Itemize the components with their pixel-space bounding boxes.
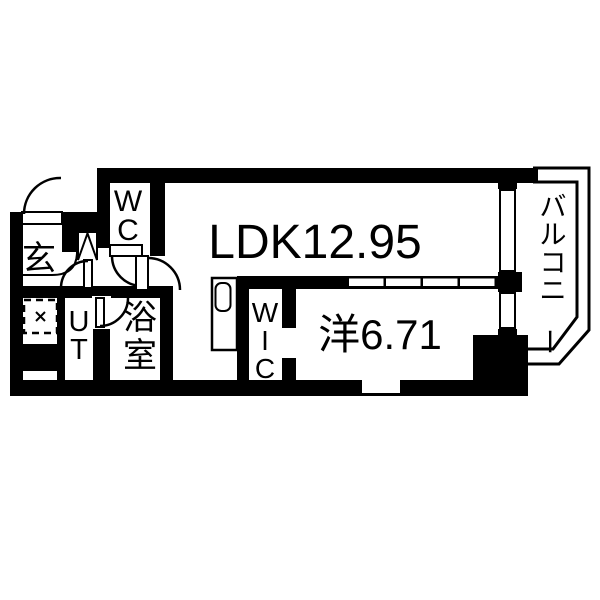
wall-kitchen-wic (237, 276, 249, 396)
doors (21, 176, 182, 328)
wall-top (97, 168, 538, 183)
wall-between-windows (498, 272, 522, 292)
wall-above-window1 (498, 183, 517, 190)
wall-below-window2 (498, 329, 517, 337)
room-label-balcony: バルコニー (534, 192, 567, 355)
wall-hall-bottom (10, 286, 173, 298)
wic-door-opening (281, 328, 297, 358)
windows (499, 189, 516, 329)
room-label-western-room: 洋6.71 (318, 311, 442, 358)
ldk-balcony-window (499, 189, 516, 272)
room-label-ldk: LDK12.95 (208, 216, 422, 269)
bath-door-leaf (95, 297, 105, 328)
sliding-panel-2 (384, 276, 423, 288)
wall-bath-ldk (160, 290, 173, 385)
balcony-railing (527, 166, 591, 366)
walls (10, 168, 538, 396)
sliding-panel-3 (421, 276, 460, 288)
entrance-door-arc (22, 176, 62, 215)
wall-entrance-stub (62, 212, 77, 252)
kitchen (210, 276, 239, 352)
sliding-panel-1 (347, 276, 386, 288)
hall-door-leaf (83, 259, 93, 289)
entrance-closet-door-left (77, 231, 90, 261)
wc-door-leaf (109, 244, 143, 257)
entrance-door-leaf (21, 211, 63, 225)
wall-wc-left (97, 183, 110, 248)
wall-washer-ut (57, 290, 65, 380)
bath-door-arc (99, 297, 130, 328)
kitchen-sink (214, 282, 232, 312)
western-room-bottom-window (362, 380, 400, 393)
ldk-door-arc (147, 256, 182, 291)
room-label-bathroom: 浴室 (123, 299, 157, 375)
pillar-bottom-left (20, 344, 57, 371)
ldk-door-leaf (135, 255, 149, 291)
sliding-panel-4 (458, 276, 497, 288)
hall-door-arc (59, 259, 89, 289)
washer-space (22, 298, 59, 335)
western-balcony-window (499, 292, 516, 329)
wall-hall-ldk (150, 183, 165, 256)
sliding-door-panels (347, 276, 497, 288)
washer-cross-mark (35, 311, 46, 322)
room-label-entrance: 玄 (22, 240, 56, 278)
pillar-bottom-right (473, 335, 528, 380)
wall-closet-top (77, 227, 97, 232)
balcony-inner-rail (527, 180, 579, 351)
balcony-outer-rail (527, 166, 591, 366)
entrance-step-line (22, 251, 78, 276)
entrance-closet-door-right (85, 231, 98, 261)
wall-left (10, 212, 23, 396)
